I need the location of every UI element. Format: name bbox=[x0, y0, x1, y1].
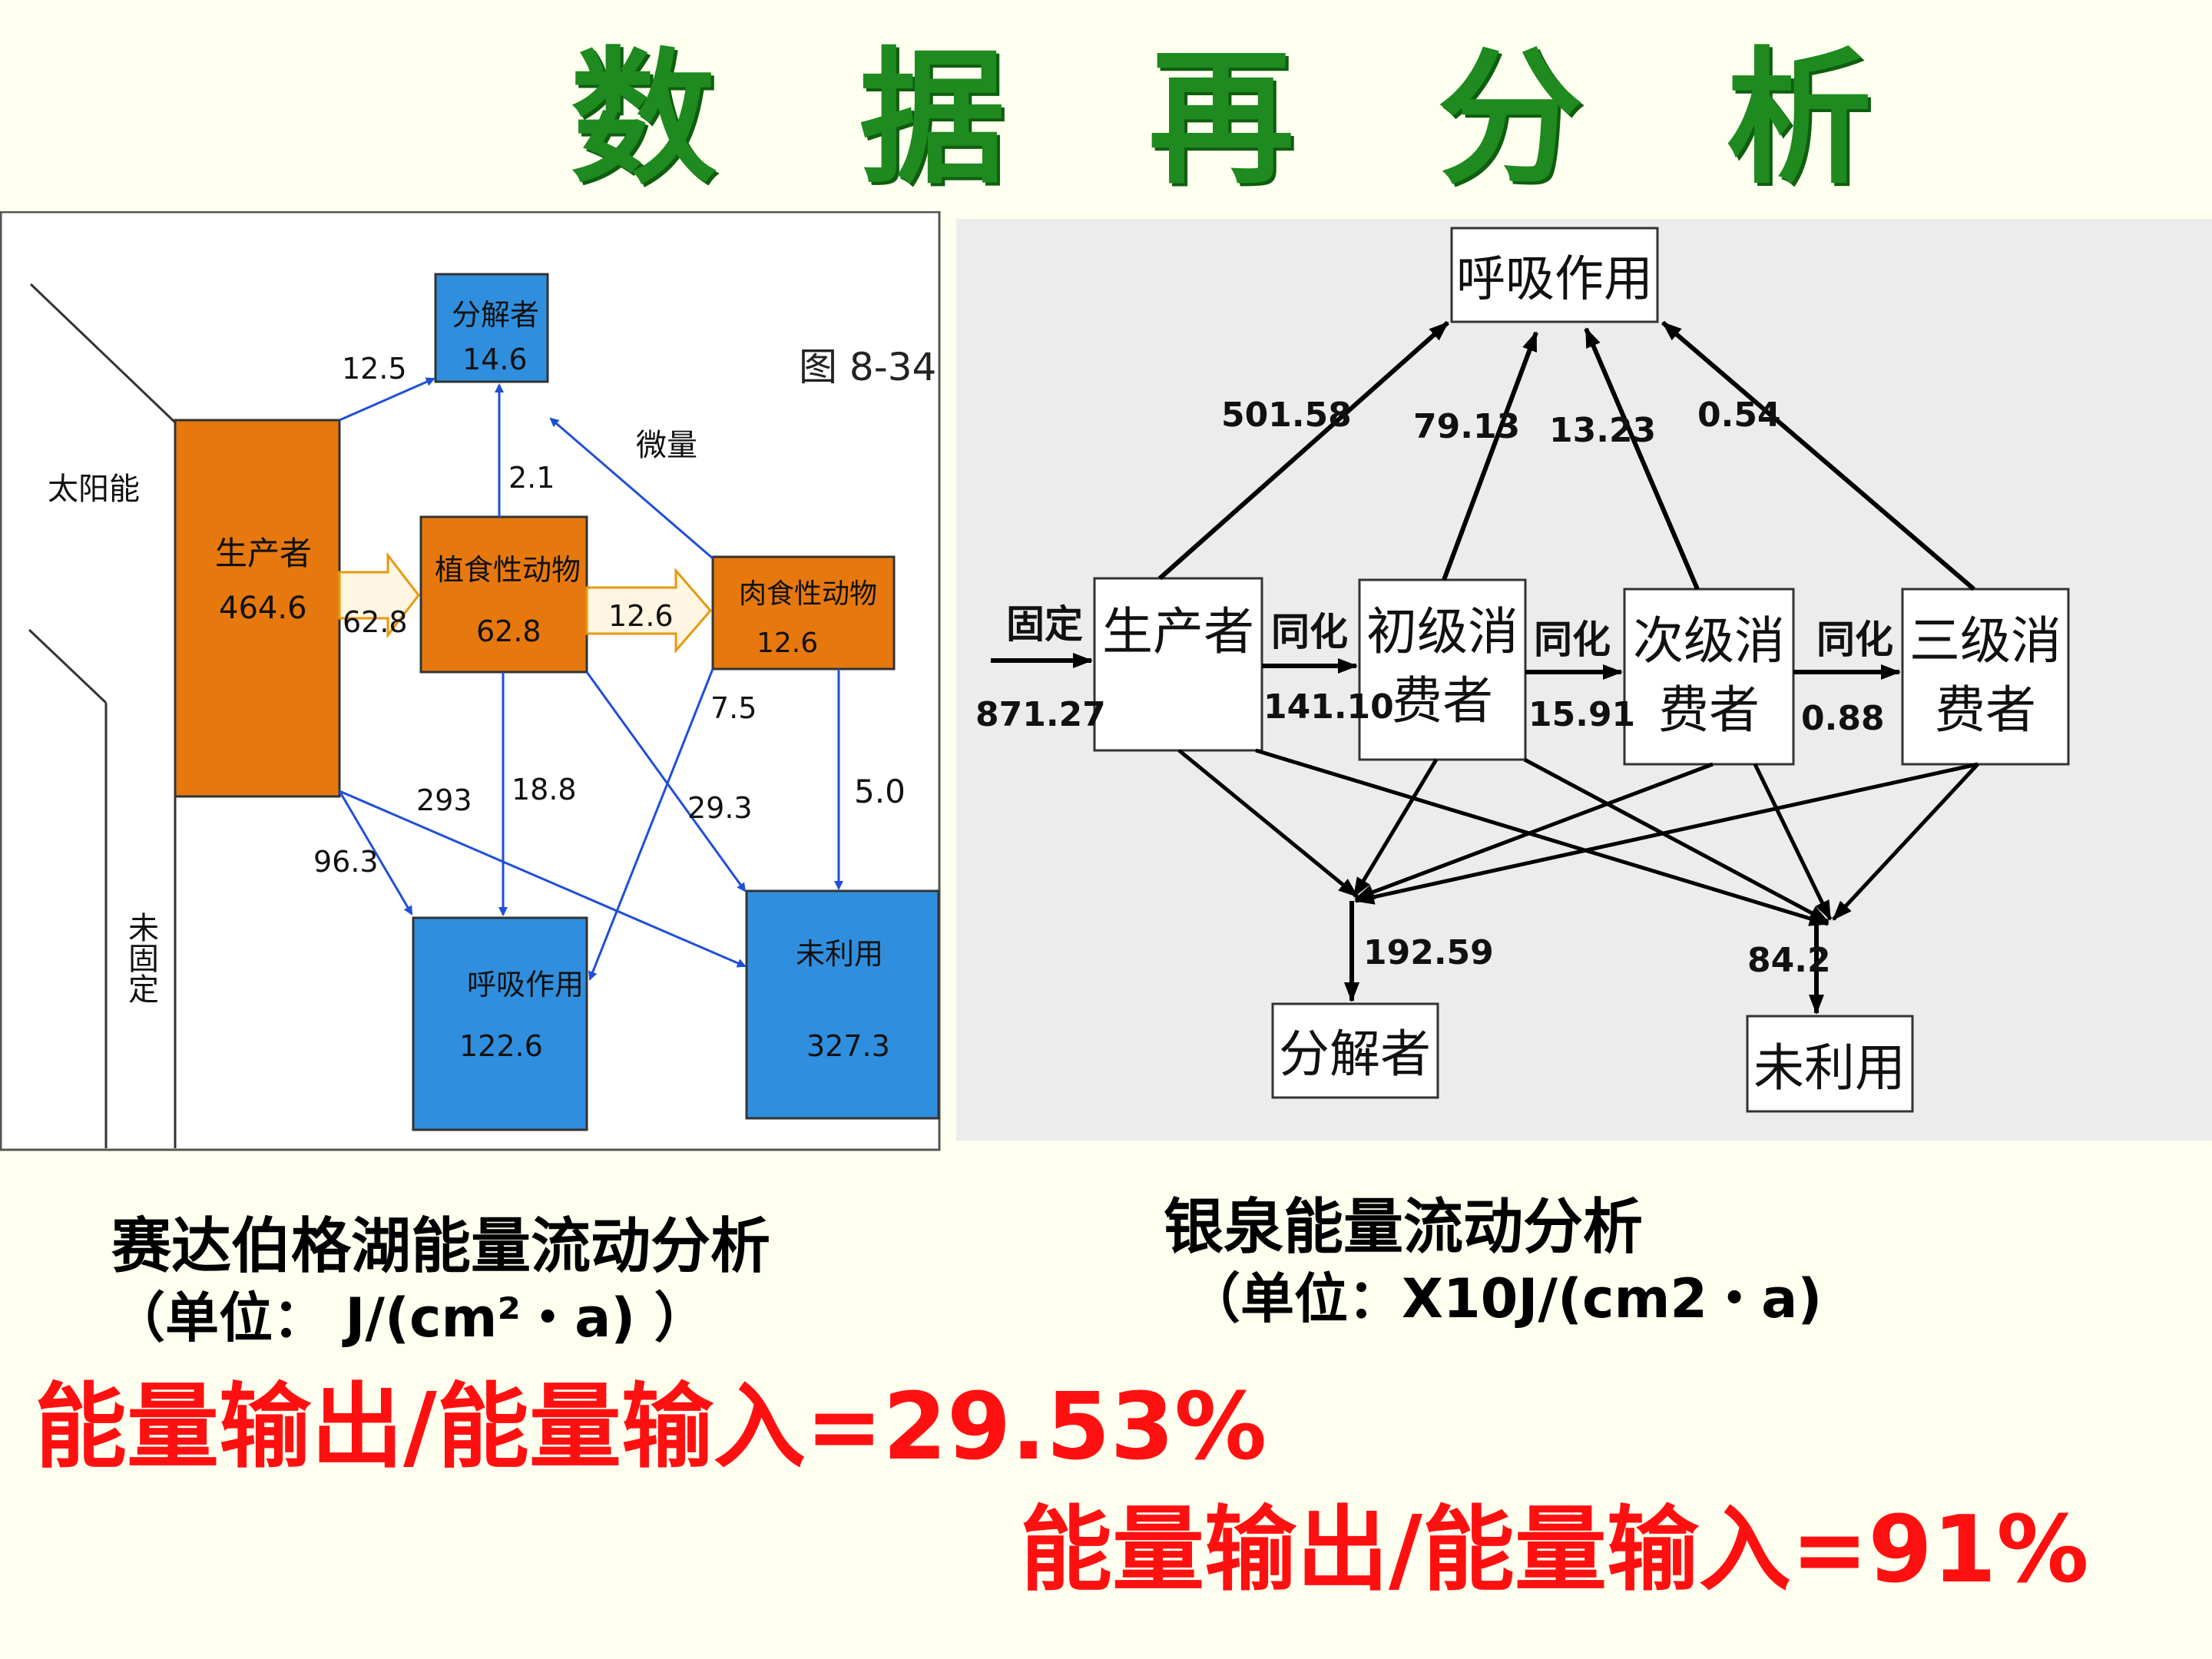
assim-value-1: 141.10 bbox=[1263, 687, 1394, 727]
assim-label-3: 同化 bbox=[1816, 618, 1893, 662]
resp-secondary-value: 13.23 bbox=[1549, 411, 1656, 450]
unused-name: 未利用 bbox=[796, 937, 883, 971]
flow-label-p-h: 62.8 bbox=[343, 605, 408, 639]
respiration-box bbox=[412, 916, 588, 1131]
resp-tertiary-value: 0.54 bbox=[1697, 396, 1781, 435]
flow-label-h-resp: 18.8 bbox=[512, 773, 577, 806]
page-title: 数 据 再 分 析 bbox=[570, 34, 1919, 204]
producer-box-right bbox=[1093, 577, 1263, 752]
unused-box bbox=[745, 889, 940, 1120]
producer-name: 生产者 bbox=[215, 535, 312, 572]
respiration-box-right bbox=[1450, 227, 1659, 323]
producer-box bbox=[174, 419, 341, 798]
decomposer-name: 分解者 bbox=[452, 298, 539, 332]
herbivore-value: 62.8 bbox=[476, 614, 541, 648]
decomposer-box bbox=[434, 273, 549, 383]
carnivore-box bbox=[711, 555, 896, 671]
flow-label-c-decomposer: 微量 bbox=[636, 428, 697, 463]
flow-label-h-unused: 29.3 bbox=[687, 791, 753, 825]
secondary-consumer-line1: 次级消 bbox=[1633, 611, 1785, 671]
decomposer-box-right bbox=[1271, 1002, 1439, 1099]
right-caption-unit: （单位：X10J/(cm2・a) bbox=[1187, 1267, 1823, 1330]
flow-label-c-resp: 7.5 bbox=[710, 691, 757, 725]
producer-to-herbivore-arrow bbox=[338, 551, 420, 639]
unused-box-right bbox=[1746, 1015, 1914, 1113]
decomposer-label-right: 分解者 bbox=[1279, 1025, 1431, 1084]
fixation-label: 固定 bbox=[1006, 602, 1083, 647]
primary-consumer-line2: 费者 bbox=[1392, 671, 1493, 730]
respiration-name: 呼吸作用 bbox=[467, 968, 584, 1002]
flow-label-h-c: 12.6 bbox=[608, 599, 674, 633]
decomposer-value: 14.6 bbox=[462, 343, 528, 376]
cedar-bog-lake-diagram: 太阳能 未固定 图 8-34 生产者 464.6 植食性动物 62.8 肉食性动… bbox=[0, 211, 941, 1151]
respiration-value: 122.6 bbox=[459, 1029, 543, 1063]
herbivore-box bbox=[419, 515, 588, 674]
flow-label-p-resp: 96.3 bbox=[313, 845, 379, 879]
assim-label-1: 同化 bbox=[1271, 610, 1348, 654]
flow-label-c-unused: 5.0 bbox=[854, 773, 906, 810]
assim-label-2: 同化 bbox=[1534, 618, 1611, 662]
herbivore-to-carnivore-arrow bbox=[585, 567, 712, 654]
secondary-consumer-line2: 费者 bbox=[1658, 680, 1760, 740]
unused-label-right: 未利用 bbox=[1753, 1038, 1906, 1098]
right-efficiency-ratio: 能量输出/能量输入=91% bbox=[1020, 1497, 2089, 1604]
unused-value-right: 84.2 bbox=[1747, 941, 1831, 980]
herbivore-name: 植食性动物 bbox=[435, 553, 581, 587]
sun-energy-label: 太阳能 bbox=[48, 472, 140, 507]
primary-consumer-line1: 初级消 bbox=[1366, 602, 1518, 661]
carnivore-name: 肉食性动物 bbox=[739, 578, 877, 610]
tertiary-consumer-line2: 费者 bbox=[1935, 680, 2036, 740]
carnivore-value: 12.6 bbox=[757, 628, 818, 659]
unfixed-label: 未固定 bbox=[123, 912, 158, 1004]
left-caption-unit: （单位： J/(cm²・a) ） bbox=[111, 1286, 708, 1349]
producer-value: 464.6 bbox=[219, 591, 307, 626]
decomposer-value-right: 192.59 bbox=[1363, 933, 1494, 972]
resp-primary-value: 79.13 bbox=[1413, 407, 1520, 446]
right-caption-title: 银泉能量流动分析 bbox=[1164, 1193, 1644, 1262]
fixation-value: 871.27 bbox=[975, 695, 1106, 734]
figure-label: 图 8-34 bbox=[799, 345, 936, 389]
left-caption-title: 赛达伯格湖能量流动分析 bbox=[111, 1212, 771, 1281]
left-efficiency-ratio: 能量输出/能量输入=29.53% bbox=[35, 1374, 1267, 1481]
silver-springs-diagram: 呼吸作用 生产者 初级消 费者 次级消 费者 三级消 费者 分解者 未利用 固定… bbox=[956, 219, 2212, 1141]
respiration-label-right: 呼吸作用 bbox=[1456, 251, 1653, 308]
flow-label-p-decomposer: 12.5 bbox=[342, 352, 407, 386]
tertiary-consumer-box bbox=[1901, 588, 2070, 766]
primary-consumer-box bbox=[1358, 578, 1527, 761]
secondary-consumer-box bbox=[1623, 588, 1795, 766]
assim-value-2: 15.91 bbox=[1528, 695, 1635, 734]
unused-value: 327.3 bbox=[806, 1029, 890, 1063]
tertiary-consumer-line1: 三级消 bbox=[1909, 611, 2061, 671]
flow-label-p-unused: 293 bbox=[416, 783, 472, 817]
assim-value-3: 0.88 bbox=[1801, 699, 1885, 738]
producer-label-right: 生产者 bbox=[1102, 602, 1254, 661]
resp-producer-value: 501.58 bbox=[1221, 396, 1352, 435]
flow-label-h-decomposer: 2.1 bbox=[508, 461, 555, 495]
